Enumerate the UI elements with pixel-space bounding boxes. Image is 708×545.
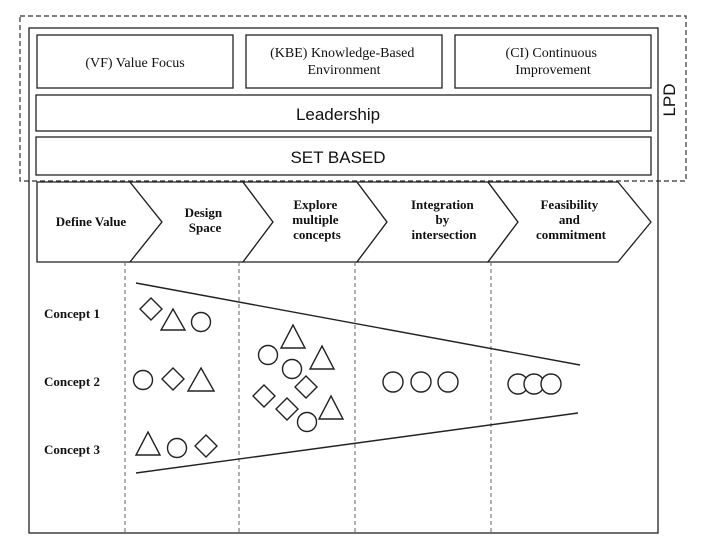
triangle-icon [159,307,187,331]
concept-label-2: Concept 2 [44,374,100,389]
principle-box-kbe [245,34,443,89]
concept-label-3: Concept 3 [44,442,100,457]
leadership-label: Leadership [296,105,380,124]
circle-icon [281,358,303,380]
triangle-icon [317,394,345,420]
principle-label-ci: (CI) Continuous Improvement [506,46,601,78]
funnel-bottom-line [135,412,579,474]
diamond-icon [294,375,318,399]
diamond-icon [275,397,299,421]
set-based-bar [35,136,652,176]
leadership-bar [35,94,652,132]
circle-icon [410,371,432,393]
phase-label-feasibility: Feasibility and commitment [536,197,607,242]
diamond-icon [139,297,163,321]
circle-icon [132,369,154,391]
phase-label-integration: Integration by intersection [411,197,477,242]
funnel-top-line [135,282,581,366]
set-based-label: SET BASED [290,148,385,167]
circle-icon [296,411,318,433]
phase-label-define-value: Define Value [56,214,127,229]
phase-label-design-space: Design Space [185,205,226,235]
lpd-label: LPD [660,83,679,116]
triangle-icon [134,430,162,456]
principle-box-ci [454,34,652,89]
phase-chevron-feasibility [486,181,652,263]
principle-box-vf [36,34,234,89]
circle-icon [540,373,562,395]
concept-label-1: Concept 1 [44,306,100,321]
principle-label-kbe: (KBE) Knowledge-Based Environment [270,46,418,78]
circle-icon [437,371,459,393]
circle-icon [257,344,279,366]
lpd-frame [19,15,687,182]
circle-icon [166,437,188,459]
circle-icon [382,371,404,393]
circle-icon [190,311,212,333]
diamond-icon [252,384,276,408]
diamond-icon [161,367,185,391]
phase-label-explore: Explore multiple concepts [292,197,341,242]
triangle-icon [186,366,216,392]
diamond-icon [194,434,218,458]
triangle-icon [308,344,336,370]
main-frame [28,27,659,534]
principle-label-vf: (VF) Value Focus [85,56,184,71]
triangle-icon [279,323,307,349]
